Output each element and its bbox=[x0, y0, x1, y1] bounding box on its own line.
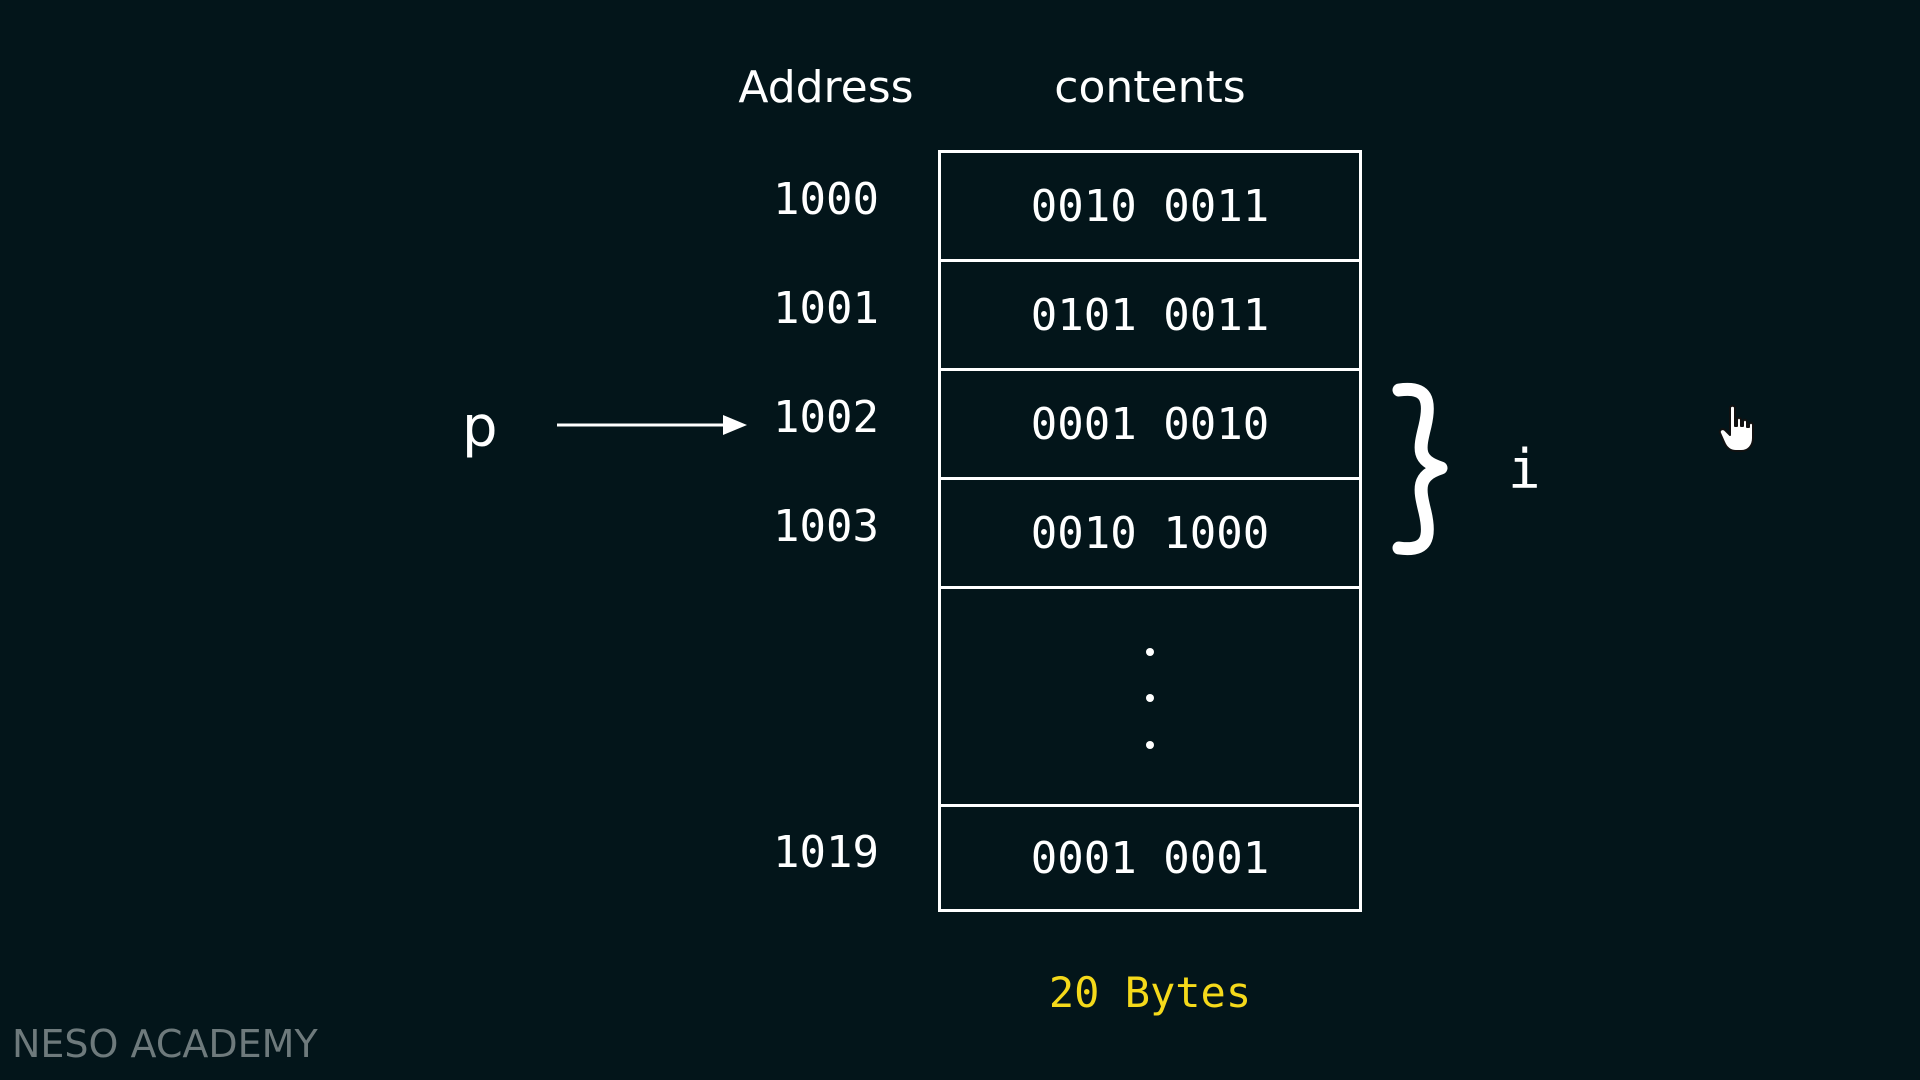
address-1001: 1001 bbox=[773, 283, 879, 334]
vertical-ellipsis bbox=[941, 609, 1359, 787]
memory-cell-contents: 0010 1000 bbox=[1030, 507, 1270, 559]
memory-cell-1003: 0010 1000 bbox=[941, 480, 1359, 589]
memory-cell-contents: 0101 0011 bbox=[1030, 289, 1270, 341]
memory-cell-1001: 0101 0011 bbox=[941, 262, 1359, 371]
memory-cell-contents: 0010 0011 bbox=[1030, 180, 1270, 232]
ellipsis-dot bbox=[1146, 694, 1154, 702]
address-header: Address bbox=[738, 62, 914, 113]
address-1002: 1002 bbox=[773, 392, 879, 443]
size-label: 20 Bytes bbox=[1048, 968, 1252, 1017]
memory-cell-1019: 0001 0001 bbox=[941, 807, 1359, 909]
memory-cell-1002: 0001 0010 bbox=[941, 371, 1359, 480]
right-curly-brace-icon bbox=[1392, 382, 1448, 556]
memory-cell-contents: 0001 0010 bbox=[1030, 398, 1270, 450]
ellipsis-dot bbox=[1146, 740, 1154, 749]
hand-pointer-icon bbox=[1718, 404, 1754, 452]
address-1019: 1019 bbox=[773, 827, 879, 878]
memory-block: 0010 0011 0101 0011 0001 0010 0010 1000 … bbox=[938, 150, 1362, 912]
watermark-logo: NESO ACADEMY bbox=[12, 1022, 318, 1066]
right-arrow-icon bbox=[557, 415, 747, 435]
pointer-label: p bbox=[462, 395, 498, 460]
address-1000: 1000 bbox=[773, 174, 879, 225]
memory-cell-ellipsis bbox=[941, 589, 1359, 807]
contents-header: contents bbox=[1054, 62, 1246, 113]
memory-cell-contents: 0001 0001 bbox=[1030, 832, 1270, 884]
address-1003: 1003 bbox=[773, 501, 879, 552]
ellipsis-dot bbox=[1146, 647, 1154, 656]
memory-cell-1000: 0010 0011 bbox=[941, 153, 1359, 262]
variable-label: i bbox=[1508, 438, 1541, 501]
